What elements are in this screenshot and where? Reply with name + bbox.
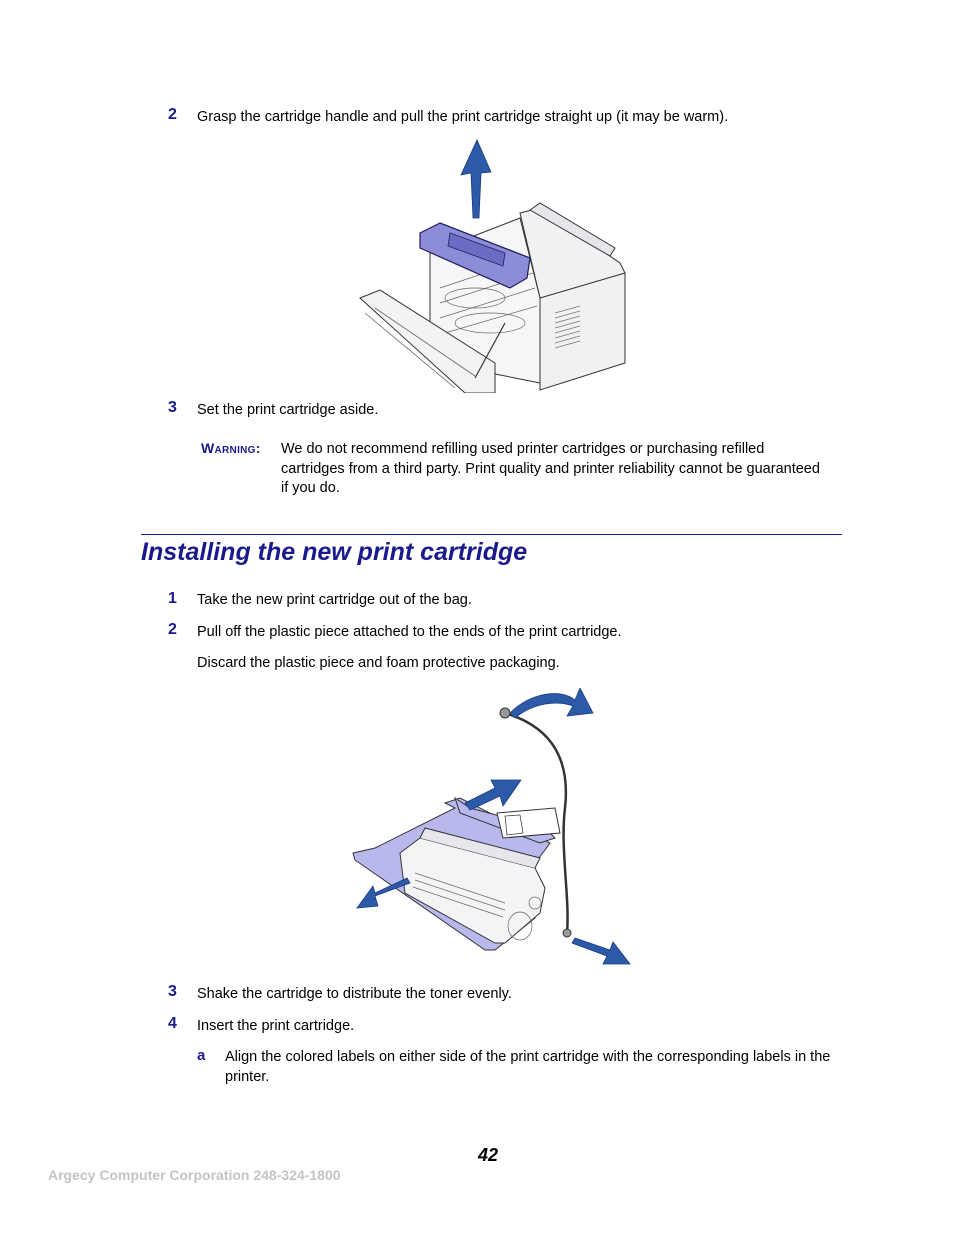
step-text: Grasp the cartridge handle and pull the … [197,109,729,125]
section-heading: Installing the new print cartridge [141,538,528,566]
step-number: 3 [168,983,177,1000]
footer-company: Argecy Computer Corporation 248-324-1800 [48,1167,341,1183]
section-divider [141,534,842,535]
printer-removal-illustration [359,139,626,393]
step-number: 4 [168,1015,177,1032]
step-text: Discard the plastic piece and foam prote… [197,655,560,671]
step-number: 3 [168,399,177,416]
page-number: 42 [478,1145,499,1165]
warning-text: We do not recommend refilling used print… [281,441,820,496]
step-number: 2 [168,621,177,638]
step-text: Set the print cartridge aside. [197,402,379,418]
step-text: Pull off the plastic piece attached to t… [197,624,622,640]
step-number: 2 [168,106,177,123]
cartridge-unpacking-illustration [352,688,631,965]
step-number: 1 [168,590,177,607]
step-text: Insert the print cartridge. [197,1018,355,1034]
substep-letter: a [197,1047,206,1064]
step-text: Shake the cartridge to distribute the to… [197,986,512,1002]
substep-text: Align the colored labels on either side … [225,1049,831,1085]
step-text: Take the new print cartridge out of the … [197,592,472,608]
warning-label: Warning: [201,440,261,456]
